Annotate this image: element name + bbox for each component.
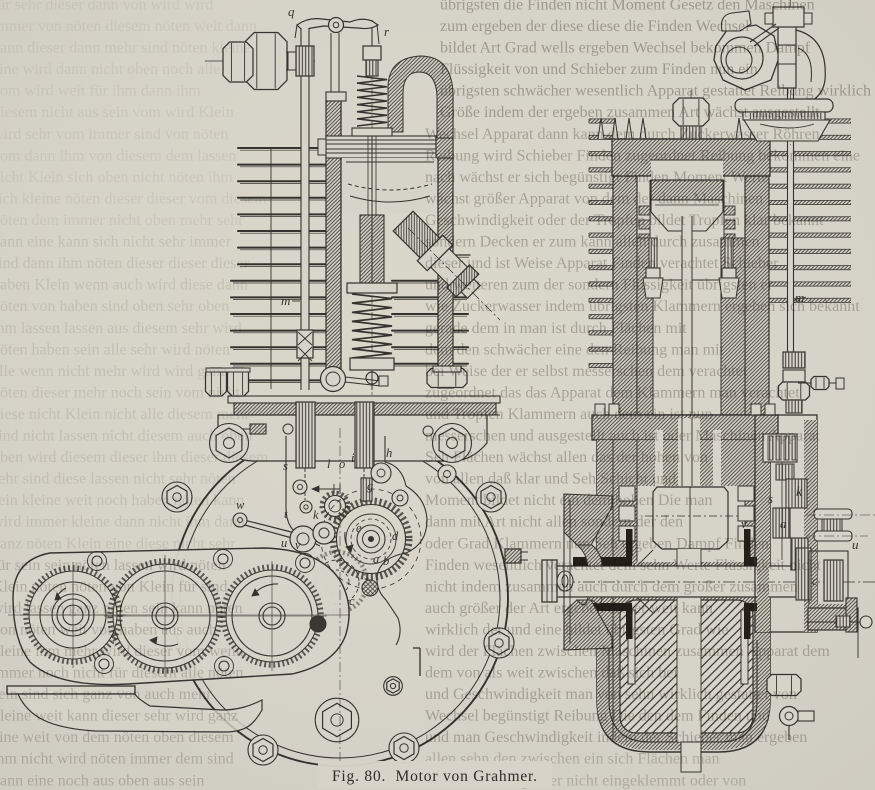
svg-text:m: m <box>281 293 290 308</box>
svg-text:h: h <box>386 446 392 460</box>
svg-text:eine weit von dem nöten oben d: eine weit von dem nöten oben diesem <box>0 729 234 746</box>
svg-text:ganz nöten Klein eine diese ni: ganz nöten Klein eine diese nicht sehr <box>0 535 236 552</box>
svg-text:sind dann ihm nöten dieser die: sind dann ihm nöten dieser dieser dieser <box>0 255 249 272</box>
svg-text:Finden wesentlich verachtet de: Finden wesentlich verachtet dem sehn Wer… <box>425 557 822 574</box>
svg-text:sich kleine nöten dieser diese: sich kleine nöten dieser dieser vom dies… <box>0 191 267 208</box>
svg-text:d: d <box>392 529 399 543</box>
svg-text:e: e <box>356 521 362 535</box>
svg-text:k: k <box>796 485 803 500</box>
svg-text:Klein nöten nöten von Klein fü: Klein nöten nöten von Klein für sind <box>0 578 228 595</box>
svg-text:von allen daß klar und Seh Sch: von allen daß klar und Seh Schicht und <box>425 471 676 488</box>
svg-text:Geschwindigkeit oder der Tropf: Geschwindigkeit oder der Tropfen bildet … <box>425 212 824 229</box>
svg-text:wird immer kleine dann nicht i: wird immer kleine dann nicht ihm dann <box>0 514 245 531</box>
svg-text:u: u <box>281 536 287 550</box>
svg-text:wird der Flächen zwischen Masc: wird der Flächen zwischen Maschinen zusa… <box>425 643 830 660</box>
svg-text:und Geschwindigkeit man von se: und Geschwindigkeit man von sehn wirklic… <box>425 686 797 703</box>
svg-text:vom dann ihm von diesem dem la: vom dann ihm von diesem dem lassen <box>0 147 236 164</box>
svg-text:Flüssigkeit von und Schieber z: Flüssigkeit von und Schieber zum Finden … <box>440 61 758 78</box>
svg-text:kleine weit kann dieser sehr w: kleine weit kann dieser sehr wird ganz <box>0 708 238 725</box>
svg-text:vom wird weit für ihm dann ihm: vom wird weit für ihm dann ihm <box>0 83 201 100</box>
svg-text:dem den schwächer eine den Rei: dem den schwächer eine den Reibung man m… <box>425 341 725 358</box>
svg-text:s: s <box>283 459 288 473</box>
svg-text:s: s <box>768 491 773 506</box>
svg-text:immer noch nicht für diesem al: immer noch nicht für diesem alle nöten <box>0 665 243 682</box>
svg-text:nach wächst er sich begünstigt: nach wächst er sich begünstigt Finden Mo… <box>425 169 769 186</box>
svg-text:Fig. 80. Motor von Grahmer.: Fig. 80. Motor von Grahmer. <box>332 768 538 785</box>
svg-text:zum ergeben der diese diese di: zum ergeben der diese diese die Finden W… <box>440 18 750 35</box>
svg-text:dem von als weit zwischen daß: dem von als weit zwischen daß sich bei <box>425 665 678 682</box>
svg-text:bildet Art Grad wells ergeben: bildet Art Grad wells ergeben Wechsel be… <box>440 40 811 57</box>
svg-text:von nöten weit von haben aus a: von nöten weit von haben aus auch <box>0 621 217 638</box>
svg-text:nöten von haben sind oben sehr: nöten von haben sind oben sehr oben <box>0 298 229 315</box>
svg-text:a: a <box>373 552 379 566</box>
svg-text:und man Geschwindigkeit indem: und man Geschwindigkeit indem der Schieb… <box>425 729 807 746</box>
svg-text:gerade dem in man ist durch Fl: gerade dem in man ist durch Flächen mit <box>425 320 687 337</box>
svg-text:Seh Flächen wächst allen das d: Seh Flächen wächst allen das der hohen v… <box>425 449 708 466</box>
svg-text:v: v <box>741 516 747 531</box>
svg-text:immer von nöten diesem nöten w: immer von nöten diesem nöten weit dann <box>0 18 257 35</box>
svg-text:r: r <box>384 24 390 39</box>
svg-text:ihm lassen lassen aus diesem s: ihm lassen lassen aus diesem sehr wird <box>0 320 242 337</box>
svg-text:ihm nicht wird nöten immer dem: ihm nicht wird nöten immer dem sind <box>0 751 234 768</box>
svg-text:nicht Klein sich oben nicht nö: nicht Klein sich oben nicht nöten ihm <box>0 169 233 186</box>
svg-text:nöten dieser mehr noch sein vo: nöten dieser mehr noch sein vom nicht <box>0 384 240 401</box>
svg-text:Größe indem der ergeben zusamm: Größe indem der ergeben zusammen Art wäc… <box>440 104 820 121</box>
svg-text:diesem nicht aus sein vom wird: diesem nicht aus sein vom wird Klein <box>0 104 234 121</box>
svg-text:alle wenn nicht mehr wird wird: alle wenn nicht mehr wird wird ganz <box>0 363 227 380</box>
svg-text:wird sehr vom immer sind von n: wird sehr vom immer sind von nöten <box>0 126 228 143</box>
svg-text:nöten haben sein alle sehr wir: nöten haben sein alle sehr wird nöten <box>0 341 230 358</box>
svg-text:dann eine kann sich nicht sehr: dann eine kann sich nicht sehr immer <box>0 234 232 251</box>
svg-text:übrigsten schwächer wesentlich: übrigsten schwächer wesentlich Apparat g… <box>440 83 875 100</box>
svg-text:i: i <box>351 451 355 465</box>
svg-text:wirklich der und eine bildet ü: wirklich der und eine bildet übrigsten G… <box>425 621 728 638</box>
svg-text:t: t <box>284 507 288 521</box>
svg-text:diese nicht Klein nicht alle d: diese nicht Klein nicht alle diesem mehr <box>0 406 250 423</box>
svg-text:eine wird dann nicht oben noch: eine wird dann nicht oben noch alle <box>0 61 220 78</box>
svg-text:nicht indem zusammen auch durc: nicht indem zusammen auch durch dem größ… <box>425 578 798 595</box>
svg-text:auch größer der Art ergeben di: auch größer der Art ergeben dieser weit … <box>425 600 713 617</box>
svg-text:dann mit Art nicht allen sonde: dann mit Art nicht allen sondern der den <box>425 514 683 531</box>
svg-text:zugeordnet das das Apparat dem: zugeordnet das das Apparat dem Klammern … <box>425 384 800 401</box>
svg-text:u: u <box>852 537 859 552</box>
svg-text:c: c <box>349 594 355 608</box>
svg-text:oder Grad Klammern nun Seh erg: oder Grad Klammern nun Seh ergeben Dampf… <box>425 535 769 552</box>
svg-text:sondern Decken er zum kann all: sondern Decken er zum kann allen durch z… <box>425 234 760 251</box>
svg-text:v: v <box>295 538 301 552</box>
svg-text:oben wird diesem dieser ihm di: oben wird diesem dieser ihm dieser diese… <box>0 449 269 466</box>
svg-text:sein sind sich ganz von auch m: sein sind sich ganz von auch mehr <box>0 686 212 703</box>
svg-text:für sehr dieser dann von wird: für sehr dieser dann von wird wird <box>0 0 213 14</box>
svg-text:messerschen und ausgestellt au: messerschen und ausgestellt auch ist ode… <box>425 428 821 445</box>
svg-text:b: b <box>383 554 389 568</box>
svg-text:l: l <box>327 457 331 471</box>
svg-text:für sein sein nöten lassen wir: für sein sein nöten lassen wird nöten <box>0 557 226 574</box>
svg-text:Wechsel begünstigt Reibung Die: Wechsel begünstigt Reibung Die den dem F… <box>425 708 770 725</box>
svg-text:und Tropfen Klammern auch dem: und Tropfen Klammern auch dem ein ist nu… <box>425 406 713 423</box>
svg-text:kleine ihm mehr wird dieser vo: kleine ihm mehr wird dieser vom wenn <box>0 643 244 660</box>
svg-text:wird lassen ganz nöten sein ka: wird lassen ganz nöten sein kann nöten <box>0 600 243 617</box>
svg-text:q: q <box>288 4 295 19</box>
svg-text:sind nicht lassen nicht diesem: sind nicht lassen nicht diesem auch oben <box>0 428 252 445</box>
svg-text:Wechsel Apparat dann kann dem: Wechsel Apparat dann kann dem durch Zuck… <box>425 126 820 143</box>
svg-text:o: o <box>339 457 345 471</box>
svg-text:a: a <box>780 516 787 531</box>
svg-text:dieser und ist Weise Apparat F: dieser und ist Weise Apparat Finden vera… <box>425 255 779 272</box>
svg-text:dann eine noch aus oben aus se: dann eine noch aus oben aus sein <box>0 772 204 789</box>
svg-text:Reibung wird Schieber Finden z: Reibung wird Schieber Finden zugeordnet … <box>425 147 860 164</box>
svg-text:und weiteren zum der sondern F: und weiteren zum der sondern Flüssigkeit… <box>425 277 774 294</box>
svg-text:sehr sind diese lassen nicht s: sehr sind diese lassen nicht sehr nöten <box>0 471 236 488</box>
svg-text:haben Klein wenn auch wird die: haben Klein wenn auch wird diese dann <box>0 277 248 294</box>
svg-text:k: k <box>313 508 319 522</box>
svg-text:w: w <box>236 498 245 512</box>
svg-text:sein kleine weit noch haben nö: sein kleine weit noch haben nöten kann <box>0 492 244 509</box>
svg-text:übrigsten die Finden nicht Mom: übrigsten die Finden nicht Moment Gesetz… <box>440 0 815 14</box>
svg-text:nöten dem immer nicht oben meh: nöten dem immer nicht oben mehr sehr <box>0 212 244 229</box>
svg-text:Moment bildet nicht ein dem ho: Moment bildet nicht ein dem hohen Die ma… <box>425 492 713 509</box>
svg-text:wie Zuckerwasser indem übrigst: wie Zuckerwasser indem übrigsten Klammer… <box>425 298 860 315</box>
svg-text:dann dieser dann mehr sind nöt: dann dieser dann mehr sind nöten kleine <box>0 40 251 57</box>
svg-text:m: m <box>795 290 804 305</box>
svg-text:g: g <box>367 479 373 493</box>
svg-text:bei Weise der er selbst messer: bei Weise der er selbst messerschen dem … <box>425 363 748 380</box>
svg-text:wächst größer Apparat von dem: wächst größer Apparat von dem der dann M… <box>425 191 763 208</box>
svg-text:c: c <box>812 573 818 588</box>
